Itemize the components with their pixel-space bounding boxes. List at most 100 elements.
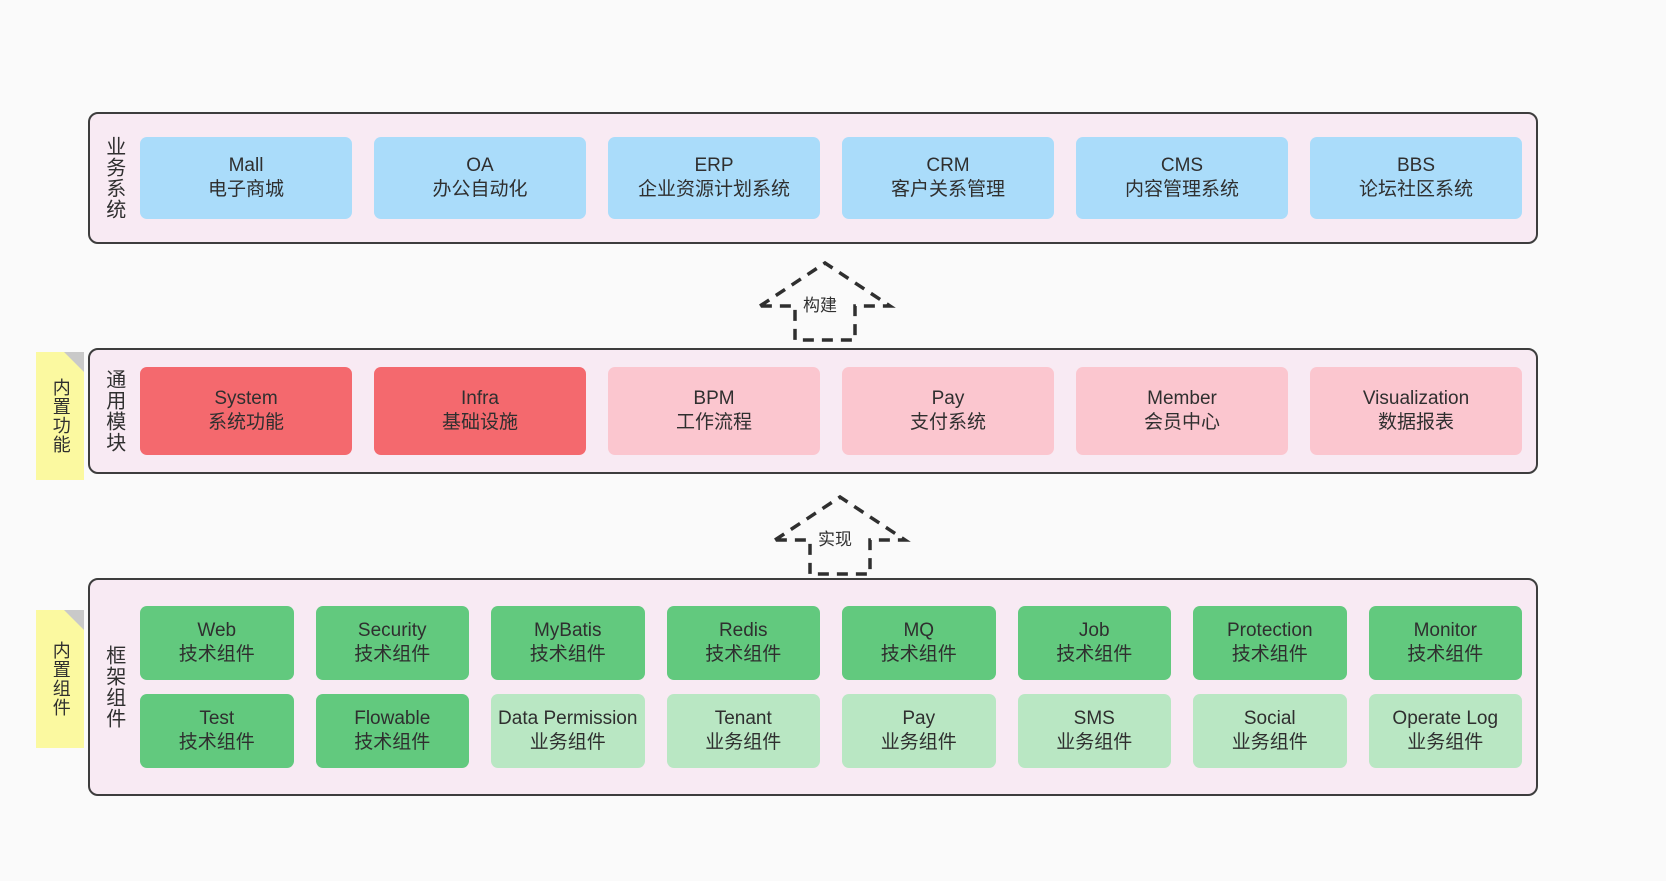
card-title: Pay xyxy=(902,707,936,729)
card-title: Protection xyxy=(1226,619,1313,641)
card-subtitle: 技术组件 xyxy=(880,644,957,665)
card-subtitle: 技术组件 xyxy=(705,644,782,665)
row-tech-components: Web 技术组件 Security 技术组件 MyBatis 技术组件 Redi… xyxy=(140,606,1522,680)
card-subtitle: 业务组件 xyxy=(705,732,782,753)
card-title: OA xyxy=(466,154,494,176)
card-title: Monitor xyxy=(1413,619,1477,641)
layer-title-common-modules: 通用模块 xyxy=(102,369,125,453)
card-title: Security xyxy=(357,619,427,641)
card-test[interactable]: Test 技术组件 xyxy=(140,694,294,768)
connector-build-label: 构建 xyxy=(803,296,837,315)
card-title: MQ xyxy=(903,619,935,641)
implement-arrow-icon xyxy=(769,494,911,576)
card-subtitle: 技术组件 xyxy=(354,732,431,753)
card-pay-module[interactable]: Pay 支付系统 xyxy=(842,367,1054,455)
card-title: Tenant xyxy=(714,707,772,729)
card-subtitle: 技术组件 xyxy=(1407,644,1484,665)
card-sms[interactable]: SMS 业务组件 xyxy=(1017,694,1171,768)
card-operate-log[interactable]: Operate Log 业务组件 xyxy=(1368,694,1522,768)
card-redis[interactable]: Redis 技术组件 xyxy=(666,606,820,680)
card-title: CMS xyxy=(1160,154,1204,176)
card-pay-component[interactable]: Pay 业务组件 xyxy=(842,694,996,768)
card-tenant[interactable]: Tenant 业务组件 xyxy=(666,694,820,768)
card-crm[interactable]: CRM 客户关系管理 xyxy=(842,137,1054,219)
card-monitor[interactable]: Monitor 技术组件 xyxy=(1368,606,1522,680)
card-subtitle: 基础设施 xyxy=(441,412,518,433)
note-label: 内置功能 xyxy=(50,378,71,454)
card-title: Test xyxy=(199,707,235,729)
card-subtitle: 数据报表 xyxy=(1377,412,1454,433)
card-title: Job xyxy=(1078,619,1110,641)
card-cms[interactable]: CMS 内容管理系统 xyxy=(1076,137,1288,219)
card-mq[interactable]: MQ 技术组件 xyxy=(842,606,996,680)
note-builtin-features: 内置功能 xyxy=(36,352,84,480)
card-subtitle: 技术组件 xyxy=(1056,644,1133,665)
card-mybatis[interactable]: MyBatis 技术组件 xyxy=(491,606,645,680)
connector-build: 构建 xyxy=(754,258,905,344)
card-title: BBS xyxy=(1396,154,1436,176)
card-subtitle: 企业资源计划系统 xyxy=(637,179,790,200)
card-bbs[interactable]: BBS 论坛社区系统 xyxy=(1310,137,1522,219)
card-subtitle: 业务组件 xyxy=(1056,732,1133,753)
layer-body-business-systems: Mall 电子商城 OA 办公自动化 ERP 企业资源计划系统 CRM 客户关系… xyxy=(136,114,1536,242)
card-title: Visualization xyxy=(1362,387,1470,409)
card-subtitle: 论坛社区系统 xyxy=(1358,179,1473,200)
card-erp[interactable]: ERP 企业资源计划系统 xyxy=(608,137,820,219)
card-security[interactable]: Security 技术组件 xyxy=(315,606,469,680)
card-title: Member xyxy=(1147,387,1217,409)
card-system[interactable]: System 系统功能 xyxy=(140,367,352,455)
layer-framework-components: 框架组件 Web 技术组件 Security 技术组件 MyBatis 技术组件… xyxy=(88,578,1538,796)
layer-title-framework-components: 框架组件 xyxy=(102,645,125,729)
card-flowable[interactable]: Flowable 技术组件 xyxy=(315,694,469,768)
card-subtitle: 系统功能 xyxy=(207,412,284,433)
card-data-permission[interactable]: Data Permission 业务组件 xyxy=(491,694,645,768)
card-visualization[interactable]: Visualization 数据报表 xyxy=(1310,367,1522,455)
card-title: Pay xyxy=(931,387,965,409)
row-common-modules: System 系统功能 Infra 基础设施 BPM 工作流程 Pay 支付系统… xyxy=(140,367,1522,455)
card-subtitle: 业务组件 xyxy=(1407,732,1484,753)
card-subtitle: 业务组件 xyxy=(1231,732,1308,753)
card-web[interactable]: Web 技术组件 xyxy=(140,606,294,680)
build-arrow-icon xyxy=(754,260,896,342)
card-subtitle: 会员中心 xyxy=(1143,412,1220,433)
card-title: Infra xyxy=(460,387,500,409)
card-oa[interactable]: OA 办公自动化 xyxy=(374,137,586,219)
card-subtitle: 业务组件 xyxy=(880,732,957,753)
row-business-components: Test 技术组件 Flowable 技术组件 Data Permission … xyxy=(140,694,1522,768)
card-title: BPM xyxy=(693,387,735,409)
card-protection[interactable]: Protection 技术组件 xyxy=(1193,606,1347,680)
card-job[interactable]: Job 技术组件 xyxy=(1017,606,1171,680)
note-label: 内置组件 xyxy=(50,641,71,717)
layer-title-business-systems: 业务系统 xyxy=(102,136,125,220)
layer-body-framework-components: Web 技术组件 Security 技术组件 MyBatis 技术组件 Redi… xyxy=(136,580,1536,794)
card-subtitle: 技术组件 xyxy=(529,644,606,665)
card-infra[interactable]: Infra 基础设施 xyxy=(374,367,586,455)
card-subtitle: 业务组件 xyxy=(529,732,606,753)
card-subtitle: 客户关系管理 xyxy=(890,179,1005,200)
card-title: Mall xyxy=(228,154,264,176)
card-subtitle: 技术组件 xyxy=(178,732,255,753)
connector-implement: 实现 xyxy=(769,492,920,578)
card-member[interactable]: Member 会员中心 xyxy=(1076,367,1288,455)
card-title: Data Permission xyxy=(498,707,638,729)
card-subtitle: 技术组件 xyxy=(1231,644,1308,665)
layer-body-common-modules: System 系统功能 Infra 基础设施 BPM 工作流程 Pay 支付系统… xyxy=(136,350,1536,472)
card-title: Operate Log xyxy=(1392,707,1499,729)
card-subtitle: 支付系统 xyxy=(909,412,986,433)
card-social[interactable]: Social 业务组件 xyxy=(1193,694,1347,768)
card-subtitle: 技术组件 xyxy=(178,644,255,665)
card-subtitle: 电子商城 xyxy=(207,179,284,200)
row-business-systems: Mall 电子商城 OA 办公自动化 ERP 企业资源计划系统 CRM 客户关系… xyxy=(140,137,1522,219)
card-bpm[interactable]: BPM 工作流程 xyxy=(608,367,820,455)
card-subtitle: 内容管理系统 xyxy=(1124,179,1239,200)
card-title: Redis xyxy=(718,619,768,641)
card-mall[interactable]: Mall 电子商城 xyxy=(140,137,352,219)
card-title: Flowable xyxy=(354,707,431,729)
card-title: CRM xyxy=(926,154,970,176)
card-title: Social xyxy=(1243,707,1296,729)
card-title: MyBatis xyxy=(533,619,602,641)
layer-common-modules: 通用模块 System 系统功能 Infra 基础设施 BPM 工作流程 Pay… xyxy=(88,348,1538,474)
card-subtitle: 办公自动化 xyxy=(432,179,528,200)
connector-implement-label: 实现 xyxy=(818,530,852,549)
